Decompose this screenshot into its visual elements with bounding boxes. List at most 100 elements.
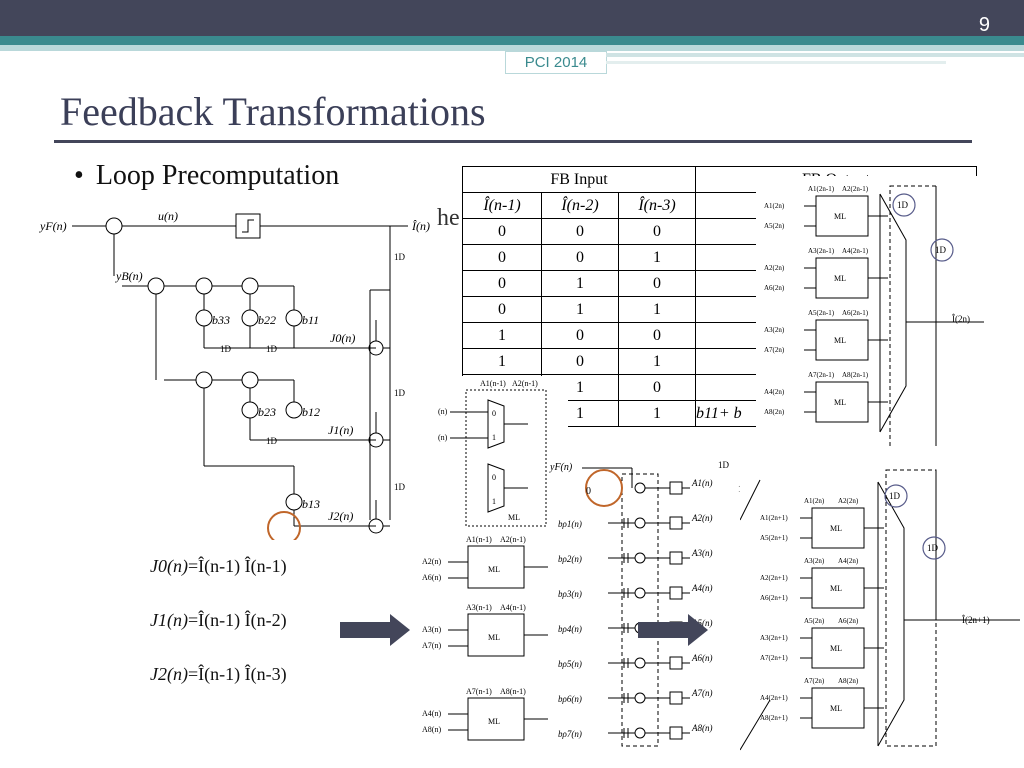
center-output-label: A4(n) (691, 583, 713, 593)
coeff-row-label: bρ4(n) (558, 624, 582, 634)
delay-label: 1D (718, 460, 730, 470)
rb-input-left: A7(2n+1) (760, 654, 788, 662)
rt-input-left: A1(2n) (764, 202, 785, 210)
equation-rhs: =Î(n-1) Î(n-3) (187, 664, 287, 684)
ml-block-label: ML (834, 336, 846, 345)
ml-left-input: A4(n) (422, 709, 441, 718)
conference-bar-secondary (606, 61, 946, 64)
rt-input-left: A2(2n) (764, 264, 785, 272)
table-cell: 1 (618, 244, 696, 271)
rt-input-left: A8(2n) (764, 408, 785, 416)
ml-left-input: A7(n) (422, 641, 441, 650)
table-cell: 0 (462, 296, 542, 323)
rb-input-left: A2(2n+1) (760, 574, 788, 582)
right-arrow-icon (638, 614, 708, 646)
header-accent-light (0, 45, 1024, 51)
table-header: Î(n-3) (618, 192, 696, 219)
coeff-row-label: bρ6(n) (558, 694, 582, 704)
j0-label: J0(n) (330, 331, 355, 345)
rb-input-left: A6(2n+1) (760, 594, 788, 602)
rb-input-left: A5(2n+1) (760, 534, 788, 542)
conference-label: PCI 2014 (505, 51, 607, 74)
equation-rhs: =Î(n-1) Î(n-1) (187, 556, 287, 576)
coeff-row-label: bρ2(n) (558, 554, 582, 564)
table-group-input: FB Input (462, 166, 696, 193)
right-arrow-icon (340, 614, 410, 646)
equation-j0: J0(n)=Î(n-1) Î(n-1) (150, 556, 287, 577)
center-output-label: A3(n) (691, 548, 713, 558)
delay-label: 1D (927, 543, 939, 553)
mux-label: 0 (492, 409, 496, 418)
bullet-dot-icon: • (74, 160, 84, 191)
center-output-label: A6(n) (691, 653, 713, 663)
coeff-row-label: bρ1(n) (558, 519, 582, 529)
rt-input-top: A7(2n-1) (808, 371, 835, 379)
bullet-text: Loop Precomputation (95, 160, 340, 191)
table-header: Î(n-1) (462, 192, 542, 219)
ml-block-label: ML (488, 717, 500, 726)
ml-top-input: A3(n-1) (466, 603, 492, 612)
right-top-output: Î(2n) (952, 314, 970, 324)
ml-block-label: ML (508, 513, 520, 522)
table-cell: 1 (618, 348, 696, 375)
table-cell: 0 (541, 218, 619, 245)
center-output-label: A2(n) (691, 513, 713, 523)
right-top-blocks: MLA1(2n-1)A2(2n-1)A1(2n)A5(2n)MLA3(2n-1)… (764, 185, 888, 423)
delay-label: 1D (935, 245, 947, 255)
table-cell: 0 (541, 322, 619, 349)
ml-block-label: ML (834, 212, 846, 221)
center-input-label: yF(n) (549, 462, 573, 473)
equation-j2: J2(n)=Î(n-1) Î(n-3) (150, 664, 287, 685)
ml-top-input: A8(n-1) (500, 687, 526, 696)
table-cell: 1 (462, 322, 542, 349)
right-bottom-diagram: MLA1(2n)A2(2n)A1(2n+1)A5(2n+1)MLA3(2n)A4… (740, 460, 1020, 756)
table-cell: 0 (541, 244, 619, 271)
delay-circle (892, 193, 916, 217)
highlight-circle (585, 469, 623, 507)
delay-circle (884, 484, 908, 508)
table-cell: 1 (541, 296, 619, 323)
rt-input-left: A3(2n) (764, 326, 785, 334)
coeff-row-label: bρ5(n) (558, 659, 582, 669)
left-loop-diagram: yF(n) u(n) Î(n) yB(n) b33 b22 b11 b23 b1… (39, 209, 430, 540)
table-cell: 0 (618, 322, 696, 349)
conference-bar (606, 53, 1024, 57)
j2-label: J2(n) (328, 509, 353, 523)
ml-top-input: A2(n-1) (512, 379, 538, 388)
coeff-b22: b22 (258, 313, 276, 327)
ml-left-input: A6(n) (422, 573, 441, 582)
ml-top-input: A4(n-1) (500, 603, 526, 612)
table-cell: 0 (462, 244, 542, 271)
mux-label: 1 (492, 433, 496, 442)
rt-input-top: A6(2n-1) (842, 309, 869, 317)
rb-input-top: A3(2n) (804, 557, 825, 565)
ml-block-label: ML (830, 644, 842, 653)
center-zero-label: 0 (586, 486, 591, 497)
rb-input-top: A5(2n) (804, 617, 825, 625)
yb-label: yB(n) (115, 269, 143, 283)
rb-input-left: A8(2n+1) (760, 714, 788, 722)
rt-input-top: A3(2n-1) (808, 247, 835, 255)
right-top-diagram: MLA1(2n-1)A2(2n-1)A1(2n)A5(2n)MLA3(2n-1)… (756, 176, 984, 446)
rt-input-top: A5(2n-1) (808, 309, 835, 317)
ml-top-input: A2(n-1) (500, 535, 526, 544)
center-adder-diagram: A1(n)A2(n)bρ1(n)A3(n)bρ2(n)A4(n)bρ3(n)A5… (548, 448, 758, 754)
rt-input-top: A4(2n-1) (842, 247, 869, 255)
ml-block-label: ML (834, 398, 846, 407)
coeff-b13: b13 (302, 497, 320, 511)
center-rows: A1(n)A2(n)bρ1(n)A3(n)bρ2(n)A4(n)bρ3(n)A5… (558, 478, 713, 740)
bullet-item: • Loop Precomputation (74, 160, 339, 192)
coeff-b11: b11 (302, 313, 319, 327)
equation-lhs: J2(n) (150, 664, 188, 684)
center-output-label: A8(n) (691, 723, 713, 733)
table-cell: 1 (462, 348, 542, 375)
table-cell: 0 (462, 218, 542, 245)
rt-input-top: A1(2n-1) (808, 185, 835, 193)
ml-top-input: A7(n-1) (466, 687, 492, 696)
ml-block-label: ML (488, 633, 500, 642)
rb-input-left: A4(2n+1) (760, 694, 788, 702)
equation-lhs: J0(n) (150, 556, 188, 576)
highlight-circle (267, 511, 301, 540)
rb-input-top: A8(2n) (838, 677, 859, 685)
delay-label: 1D (266, 344, 278, 354)
